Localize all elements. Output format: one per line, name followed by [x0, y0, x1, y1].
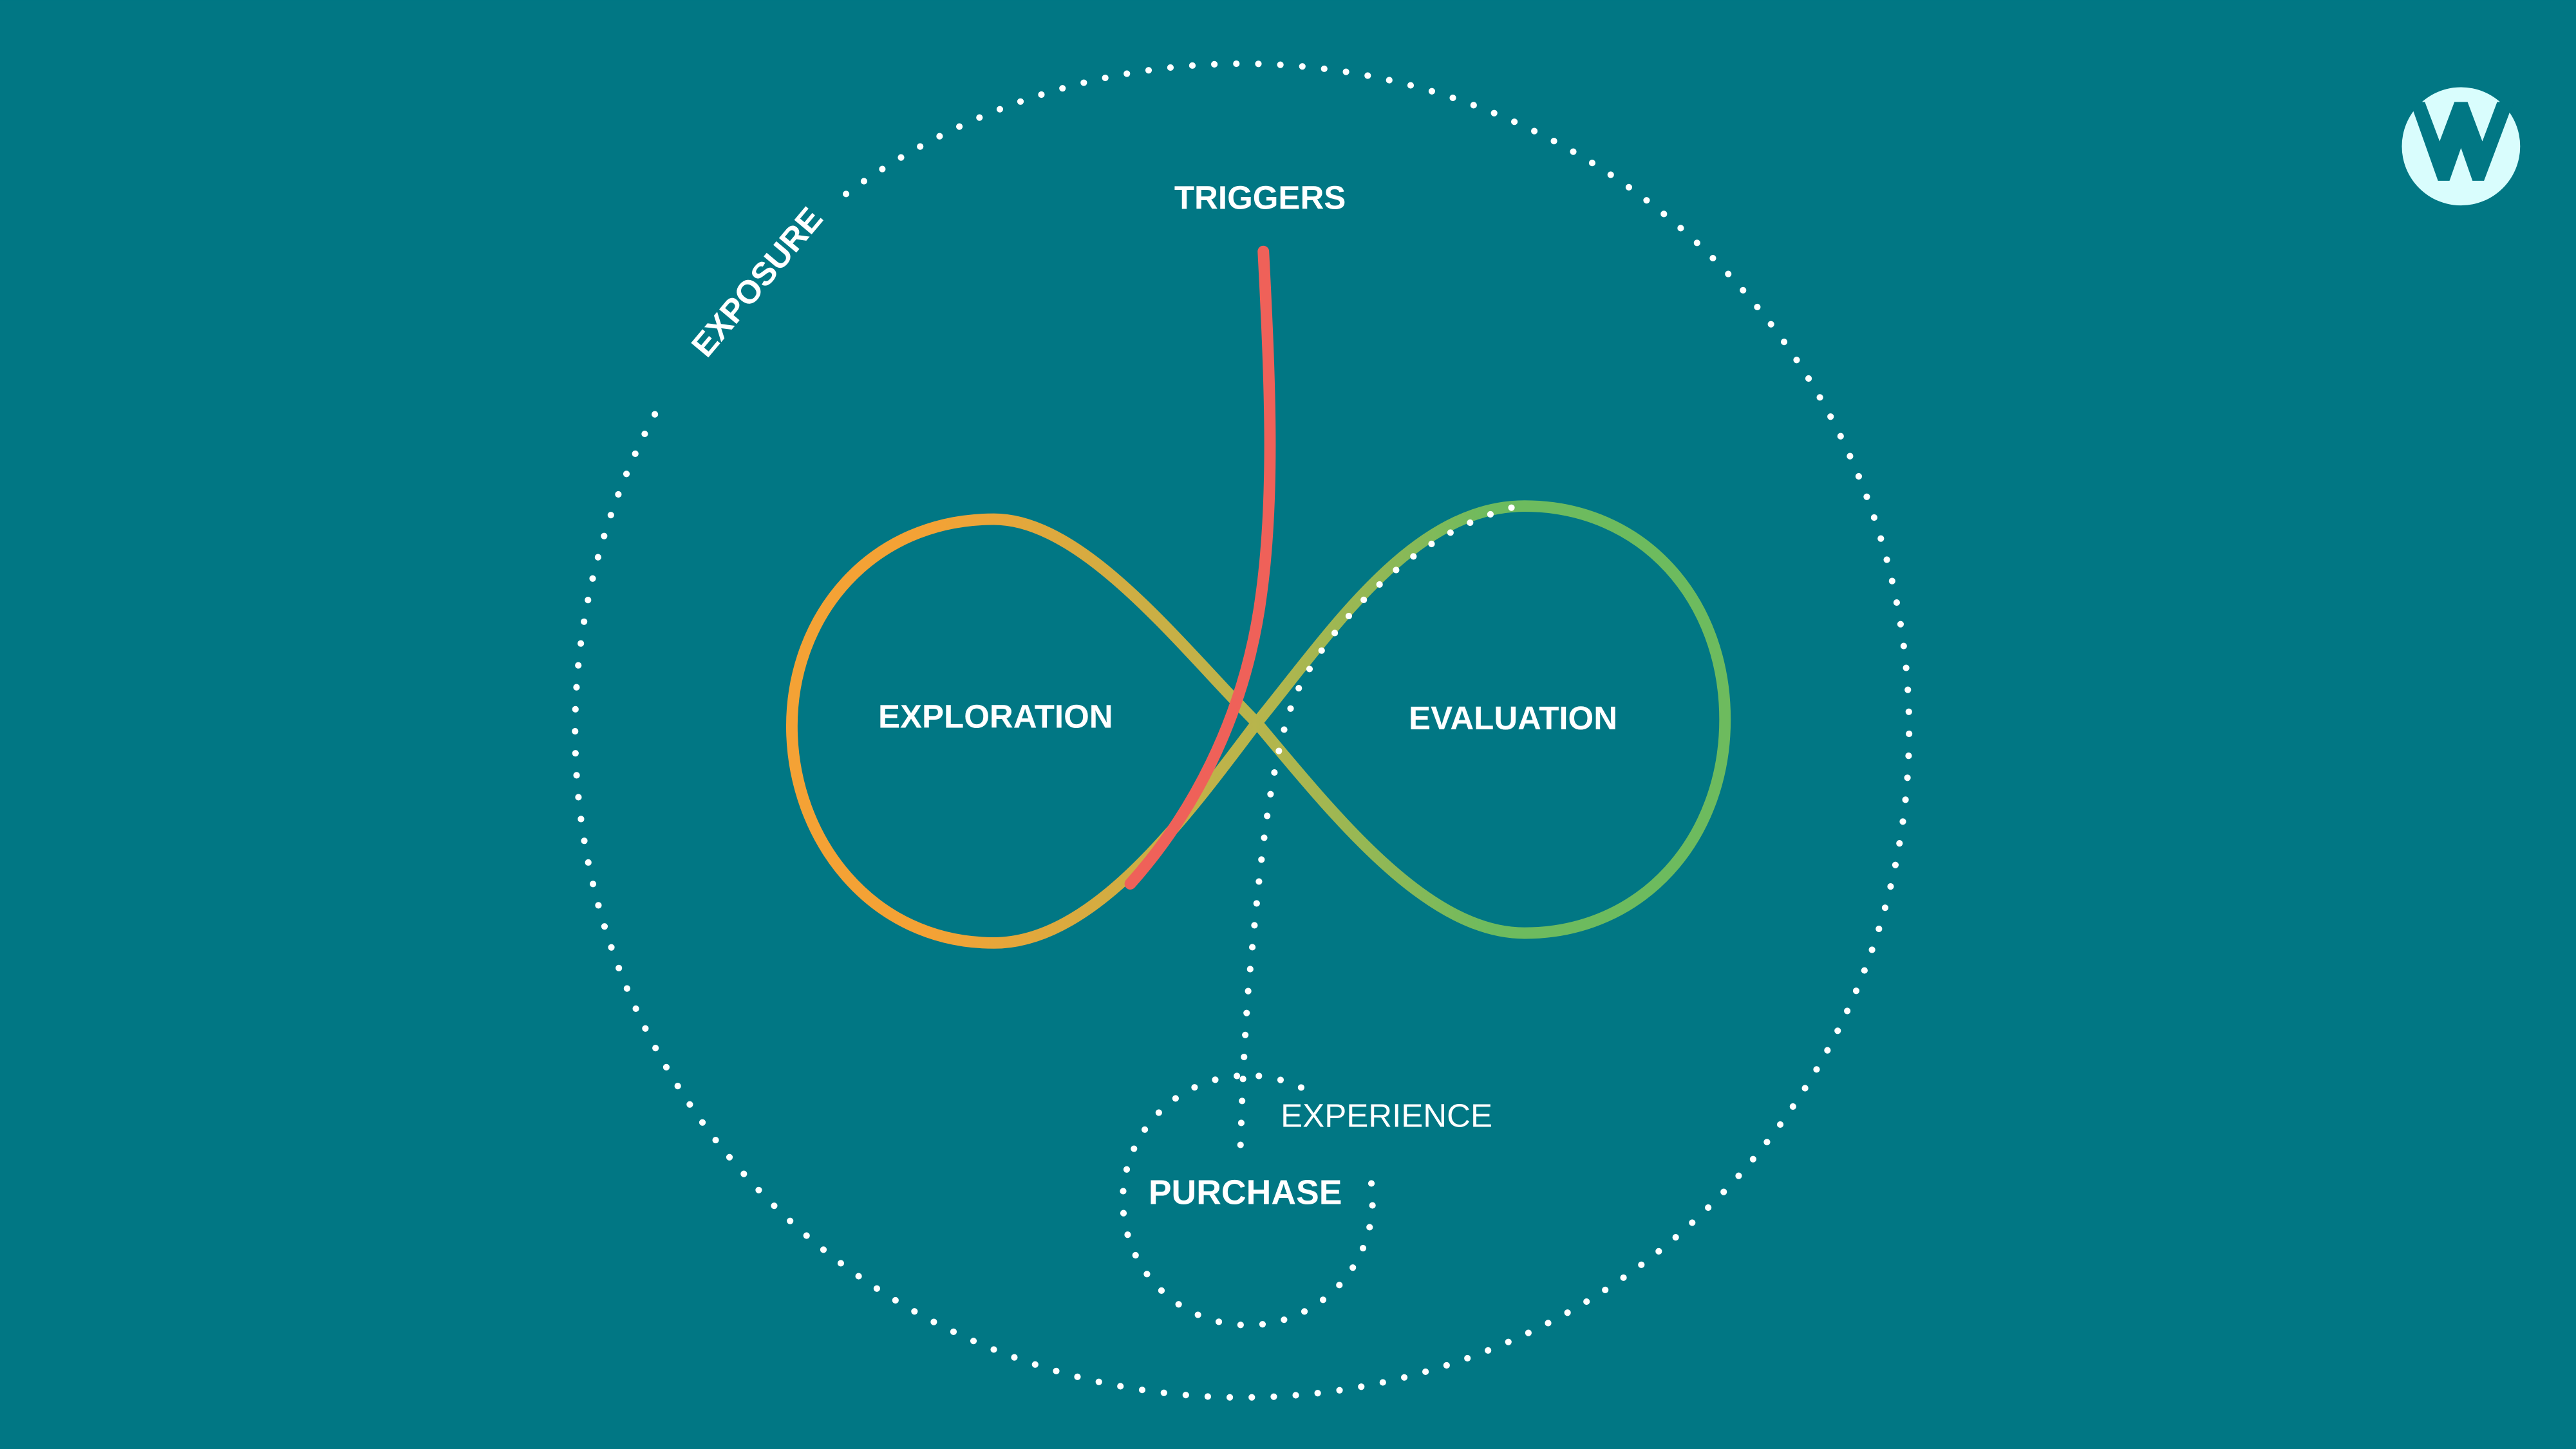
exposure-circle: [572, 60, 1913, 1401]
evaluation-label: EVALUATION: [1409, 700, 1617, 736]
w-logo-icon: [2402, 87, 2521, 206]
exploration-label: EXPLORATION: [878, 698, 1113, 735]
purchase-circle: [1119, 1072, 1376, 1329]
purchase-label: PURCHASE: [1149, 1173, 1342, 1212]
triggers-line: [1124, 245, 1276, 890]
triggers-label: TRIGGERS: [1174, 179, 1346, 216]
exploration-evaluation-loop: [785, 500, 1731, 949]
experience-label: EXPERIENCE: [1281, 1098, 1492, 1134]
